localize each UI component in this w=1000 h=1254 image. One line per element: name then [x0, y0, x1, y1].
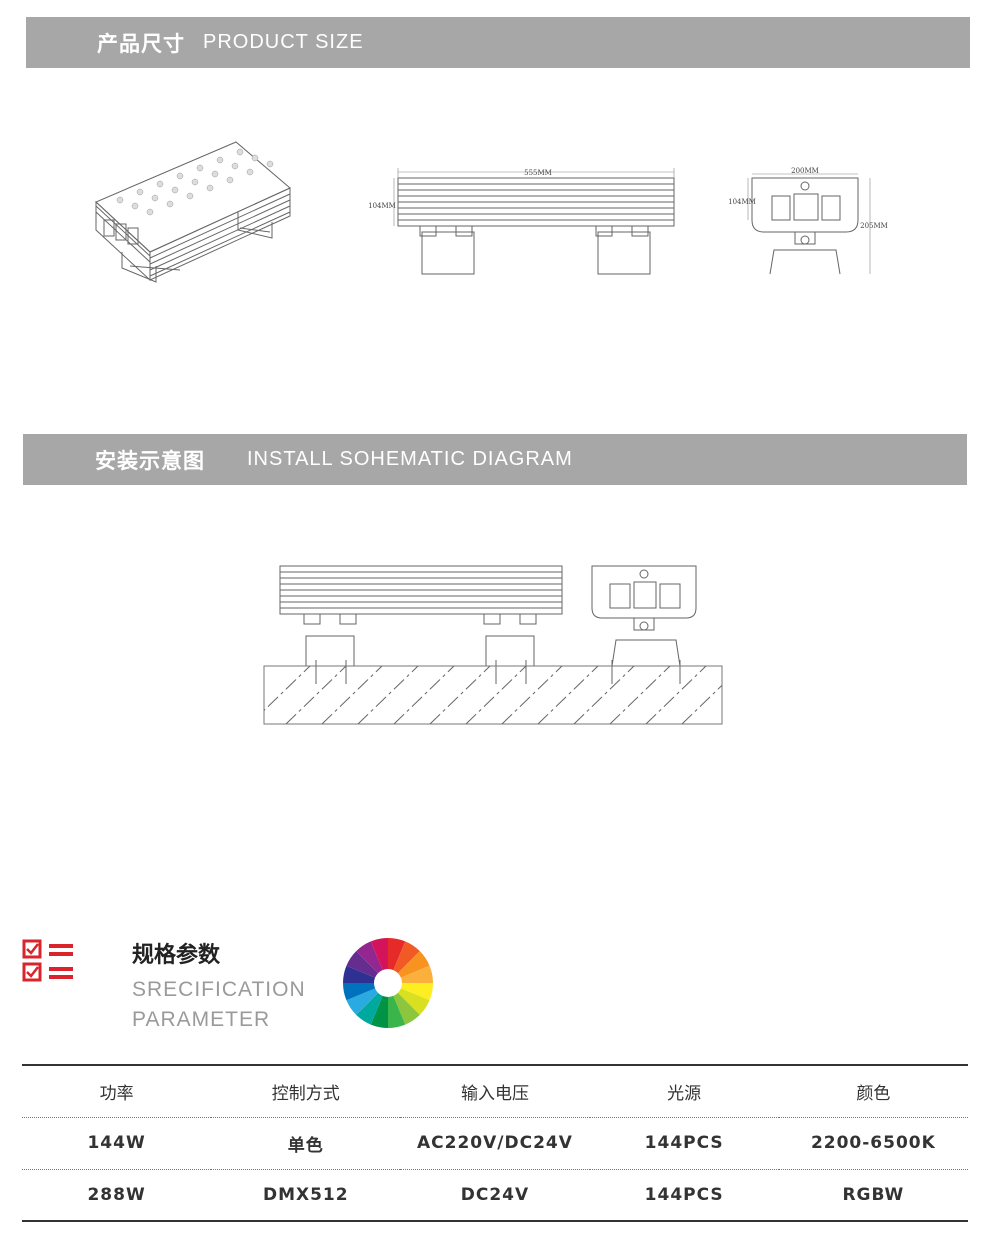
- section-title-en: INSTALL SOHEMATIC DIAGRAM: [247, 448, 573, 470]
- color-wheel-segment: [397, 988, 430, 1015]
- color-wheel-segment: [356, 941, 383, 974]
- spec-table: 功率 控制方式 输入电压 光源 颜色 144W 单色 AC220V/DC24V …: [22, 1064, 968, 1222]
- dim-width: 200MM: [791, 167, 819, 175]
- header-power: 功率: [22, 1065, 212, 1118]
- isometric-led-dots: [116, 148, 274, 216]
- color-wheel-segment: [397, 951, 430, 978]
- dim-total-height: 205MM: [860, 222, 888, 230]
- header-voltage: 输入电压: [400, 1065, 590, 1118]
- color-wheel-segment: [346, 988, 379, 1015]
- color-wheel-segment: [400, 965, 433, 983]
- header-color: 颜色: [778, 1065, 968, 1118]
- color-wheel-icon: [343, 938, 433, 1028]
- cell-power: 144W: [22, 1117, 212, 1170]
- product-size-drawings: 555MM 104MM 200MM 104MM 205MM: [95, 141, 888, 283]
- front-view: [393, 168, 675, 275]
- color-wheel-segment: [343, 965, 376, 983]
- cell-control: 单色: [211, 1117, 401, 1170]
- section-title-cn: 产品尺寸: [97, 31, 185, 56]
- color-wheel-segment: [400, 983, 433, 1001]
- cell-color: 2200-6500K: [778, 1117, 968, 1170]
- cell-color: RGBW: [778, 1169, 968, 1222]
- color-wheel-segment: [388, 938, 406, 971]
- cell-light-source: 144PCS: [589, 1117, 779, 1170]
- front-fixture: [279, 565, 563, 684]
- color-wheel-segment: [393, 992, 420, 1025]
- color-wheel-segment: [370, 995, 388, 1028]
- color-wheel-segment: [346, 951, 379, 978]
- cell-power: 288W: [22, 1169, 212, 1222]
- dim-length: 555MM: [524, 169, 552, 177]
- cell-voltage: AC220V/DC24V: [400, 1117, 590, 1170]
- spec-title-en-line2: PARAMETER: [132, 1008, 271, 1031]
- color-wheel-segment: [370, 938, 388, 971]
- side-view: [747, 173, 871, 275]
- section-banner-install-diagram: 安装示意图 INSTALL SOHEMATIC DIAGRAM: [23, 434, 967, 485]
- section-banner-product-size: 产品尺寸 PRODUCT SIZE: [26, 17, 970, 68]
- cell-light-source: 144PCS: [589, 1169, 779, 1222]
- dim-height-side: 104MM: [728, 198, 756, 206]
- table-row: 144W 单色 AC220V/DC24V 144PCS 2200-6500K: [22, 1117, 968, 1170]
- header-control: 控制方式: [211, 1065, 401, 1118]
- color-wheel-segment: [356, 992, 383, 1025]
- dim-height-front: 104MM: [368, 202, 396, 210]
- spec-title-cn: 规格参数: [132, 943, 221, 968]
- table-row: 288W DMX512 DC24V 144PCS RGBW: [22, 1169, 968, 1222]
- isometric-view: [95, 141, 291, 283]
- cell-voltage: DC24V: [400, 1169, 590, 1222]
- header-light-source: 光源: [589, 1065, 779, 1118]
- spec-title-en-line1: SRECIFICATION: [132, 978, 306, 1001]
- section-title-en: PRODUCT SIZE: [203, 31, 364, 53]
- side-fixture: [591, 565, 697, 684]
- mounting-surface: [263, 665, 723, 725]
- section-title-cn: 安装示意图: [95, 448, 205, 473]
- color-wheel-segment: [393, 941, 420, 974]
- color-wheel-segment: [388, 995, 406, 1028]
- checklist-icon: [22, 939, 73, 982]
- cell-control: DMX512: [211, 1169, 401, 1222]
- color-wheel-segment: [343, 983, 376, 1001]
- install-schematic-diagram: [263, 565, 723, 725]
